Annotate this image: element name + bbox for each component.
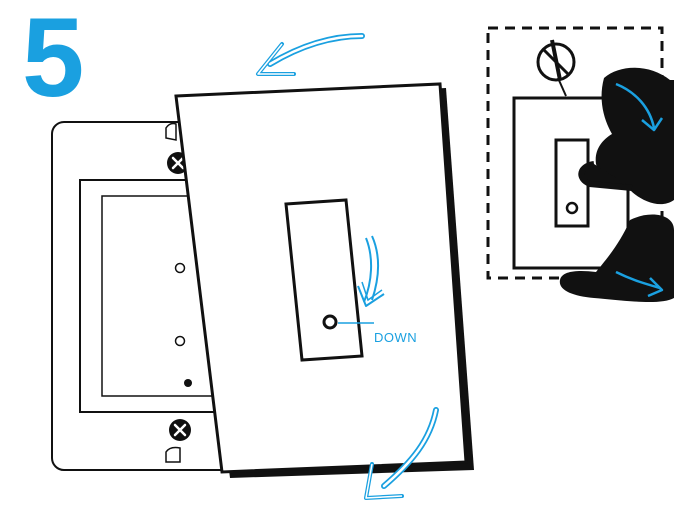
no-screwdriver-icon <box>536 39 576 97</box>
hand-arrow-top-icon <box>615 82 664 132</box>
plate-hole-icon <box>174 262 186 274</box>
bottom-curved-arrow-icon <box>364 407 439 500</box>
step-number: 5 <box>22 0 84 120</box>
slide-down-arrow <box>357 235 385 307</box>
switch-button-icon <box>322 314 338 330</box>
plate-dot-icon <box>184 379 192 387</box>
hands-icon <box>559 67 674 303</box>
top-curved-arrow-icon <box>256 33 365 76</box>
down-label: DOWN <box>374 330 417 345</box>
bottom-screw-icon <box>169 419 191 441</box>
cover-plate <box>174 82 474 478</box>
plate-hole-icon <box>174 335 186 347</box>
hand-arrow-bottom-icon <box>615 270 664 298</box>
